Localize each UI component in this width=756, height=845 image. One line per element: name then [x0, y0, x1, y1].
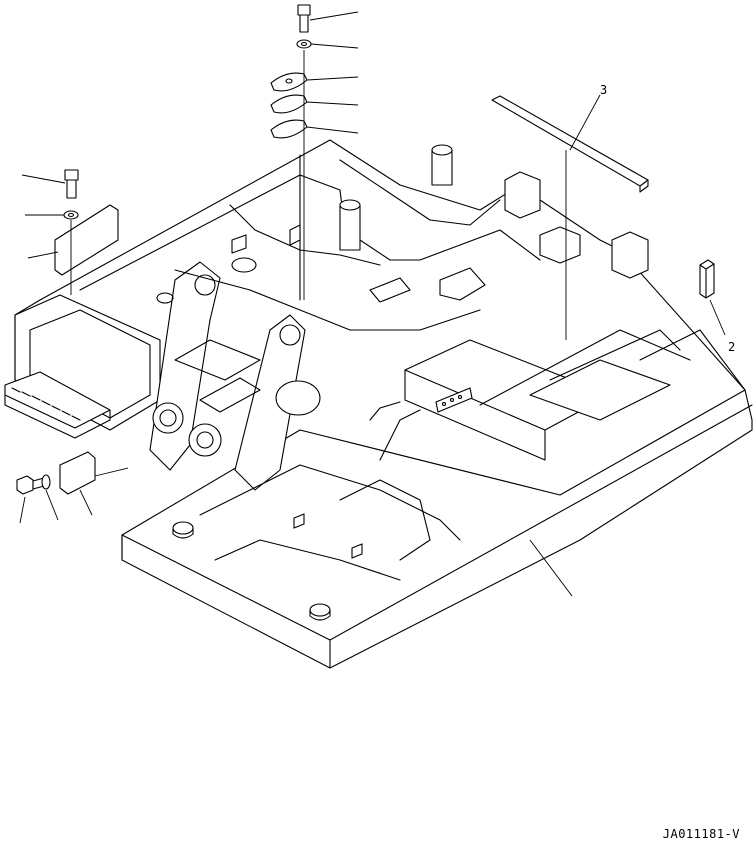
callout-2: 2 [728, 340, 735, 354]
frame-inner-deck [79, 144, 541, 331]
part-bar-long [491, 95, 649, 193]
callout-3: 3 [600, 83, 607, 97]
washer-top [296, 39, 312, 49]
step-plate [4, 371, 111, 439]
cover-plate-2 [270, 94, 308, 114]
bolt-top [297, 4, 311, 16]
frame-cutouts [156, 257, 321, 416]
lower-left-hardware [16, 451, 96, 495]
top-hardware-stack [270, 4, 312, 300]
bolt-lower [16, 475, 34, 495]
washer-lower [41, 474, 51, 490]
drawing-code: JA011181-V [663, 827, 740, 841]
cover-plate-3 [270, 119, 308, 139]
washer-left [63, 210, 79, 220]
bolt-left [64, 169, 79, 181]
left-hardware-stack [54, 169, 119, 295]
boom-bracket-right [188, 314, 306, 491]
boom-bracket-left [149, 261, 221, 471]
cover-plate-lower [59, 451, 96, 495]
frame-main-plate [14, 139, 753, 669]
cover-plate-1 [270, 72, 308, 92]
leader-lines [19, 11, 726, 597]
frame-base-floor [172, 464, 461, 621]
part-block-small [699, 259, 715, 299]
frame-right-deck [369, 171, 746, 461]
